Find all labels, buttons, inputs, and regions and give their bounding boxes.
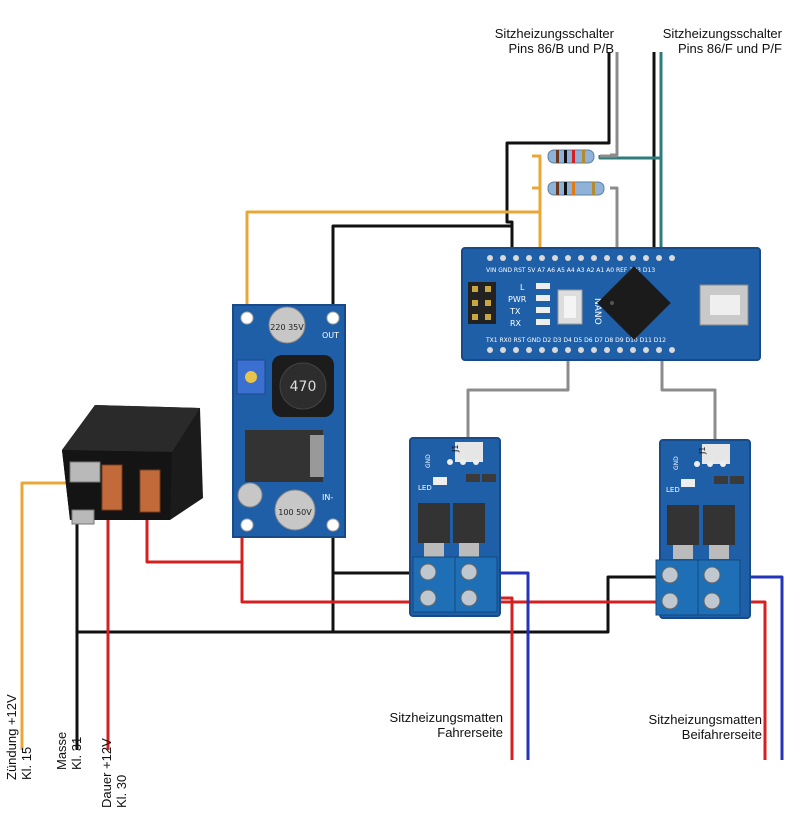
label-mats-passenger: Sitzheizungsmatten Beifahrerseite (630, 712, 762, 742)
relay (62, 405, 203, 525)
wire-ground-bus (77, 575, 660, 634)
label-ground-line1: Masse (54, 731, 69, 770)
label-permanent-line1: Dauer +12V (99, 738, 114, 808)
mosfet-module-driver: J1 GND LED (409, 437, 501, 617)
nano-bottom-header (487, 347, 675, 353)
label-switch-f-line1: Sitzheizungsschalter (662, 26, 782, 41)
relay-pin-ignition (69, 461, 101, 483)
nano-led-l: L (520, 283, 525, 292)
label-switch-b: Sitzheizungsschalter Pins 86/B und P/B (486, 26, 614, 56)
label-mats-passenger-line1: Sitzheizungsmatten (648, 712, 762, 727)
label-mats-driver: Sitzheizungsmatten Fahrerseite (375, 710, 503, 740)
relay-pin-out (139, 469, 161, 513)
resistor-2 (547, 181, 605, 196)
label-switch-f: Sitzheizungsschalter Pins 86/F und P/F (650, 26, 782, 56)
wire-switch-b-black (505, 52, 611, 265)
buck-in-label: IN- (322, 493, 333, 502)
wire-ignition (20, 481, 77, 750)
wire-relay-out-red (145, 510, 242, 564)
nano-led-pwr: PWR (508, 295, 527, 304)
relay-pin-ground (71, 509, 95, 525)
wire-mat-passenger-blue (745, 575, 784, 760)
wire-mat-driver-blue (500, 571, 530, 760)
nano-led-rx: RX (510, 319, 522, 328)
label-switch-b-line2: Pins 86/B und P/B (508, 41, 614, 56)
mosfet2-terminal-right (697, 559, 741, 616)
resistor-1 (547, 149, 595, 164)
buck-out-label: OUT (322, 331, 339, 340)
wire-switch-b-gray (610, 52, 619, 157)
mosfet2-gnd: GND (673, 456, 680, 470)
relay-pin-permanent (101, 464, 123, 511)
mosfet1-j1: J1 (451, 445, 460, 453)
nano-top-header (487, 255, 675, 261)
nano-led-tx: TX (509, 307, 521, 316)
label-ground: Masse Kl. 31 (54, 732, 84, 770)
wire-mat-passenger-red (745, 600, 767, 760)
label-ignition: Zündung +12V Kl. 15 (4, 694, 34, 780)
buck-cap2-text: 100 50V (278, 508, 312, 517)
wires (20, 52, 784, 760)
nano-pins-bottom-text: TX1 RX0 RST GND D2 D3 D4 D5 D6 D7 D8 D9 … (485, 337, 666, 344)
wire-res2-right (610, 186, 619, 265)
mosfet2-j1: J1 (698, 447, 707, 455)
buck-cap1-text: 220 35V (270, 323, 304, 332)
label-ignition-line2: Kl. 15 (19, 746, 34, 780)
nano-reset-button (557, 289, 583, 325)
label-permanent-line2: Kl. 30 (114, 774, 129, 808)
mosfet1-led: LED (418, 484, 432, 492)
buck-inductor-text: 470 (290, 379, 317, 395)
label-mats-driver-line1: Sitzheizungsmatten (389, 710, 503, 725)
wire-signal-right (660, 357, 717, 450)
label-switch-b-line1: Sitzheizungsschalter (494, 26, 614, 41)
mosfet1-terminal-right (454, 556, 498, 613)
wire-res1-left (532, 154, 542, 265)
arduino-nano: VIN GND RST 5V A7 A6 A5 A4 A3 A2 A1 A0 R… (461, 247, 761, 361)
nano-pins-top-text: VIN GND RST 5V A7 A6 A5 A4 A3 A2 A1 A0 R… (486, 267, 655, 274)
buck-converter: 220 35V 470 100 50V OUT IN- (232, 304, 346, 538)
wire-gnd-nano (331, 224, 512, 312)
mosfet1-gnd: GND (425, 454, 432, 468)
wire-5v-orange (245, 210, 540, 312)
label-mats-passenger-line2: Beifahrerseite (681, 727, 762, 742)
mosfet2-led: LED (666, 486, 680, 494)
wire-buck-in-red (240, 530, 415, 604)
mosfet-module-passenger: J1 GND LED (655, 439, 751, 619)
wire-mat-driver-red (500, 596, 514, 760)
label-ground-line2: Kl. 31 (69, 736, 84, 770)
label-mats-driver-line2: Fahrerseite (437, 725, 503, 740)
label-switch-f-line2: Pins 86/F und P/F (677, 41, 782, 56)
mosfet2-terminal-left (655, 559, 699, 616)
nano-label: NANO (592, 298, 602, 325)
label-ignition-line1: Zündung +12V (4, 694, 19, 780)
wire-signal-left (466, 357, 570, 450)
label-permanent: Dauer +12V Kl. 30 (99, 738, 129, 808)
